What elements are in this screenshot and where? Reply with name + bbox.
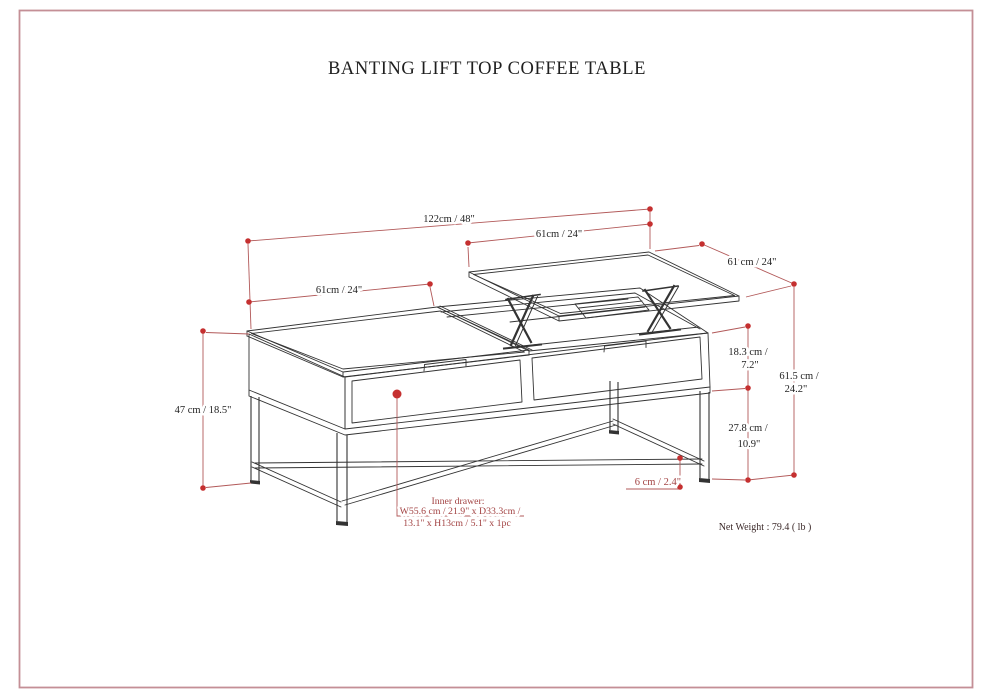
page-title: BANTING LIFT TOP COFFEE TABLE bbox=[328, 59, 646, 79]
closed-top-panel bbox=[246, 306, 530, 378]
drawer-right bbox=[531, 336, 703, 401]
page-border bbox=[18, 9, 974, 689]
annotations: Inner drawer: W55.6 cm / 21.9" x D33.3cm… bbox=[397, 494, 814, 536]
inner-drawer-note-line1: Inner drawer: bbox=[431, 496, 484, 507]
net-weight-note: Net Weight : 79.4 ( lb ) bbox=[719, 522, 812, 533]
dim-base-height-line2: 10.9" bbox=[738, 439, 761, 450]
cabinet-body bbox=[248, 332, 711, 430]
dimension-lines bbox=[202, 208, 795, 517]
dim-stretcher-height: 6 cm / 2.4" bbox=[635, 477, 681, 488]
dim-lifted-height-line2: 24.2" bbox=[785, 384, 808, 395]
metal-base bbox=[248, 381, 711, 526]
dim-cabinet-height-line2: 7.2" bbox=[741, 360, 758, 371]
inner-drawer-note-line3: 13.1" x H13cm / 5.1" x 1pc bbox=[403, 518, 511, 529]
lift-mechanism-arms bbox=[502, 284, 682, 350]
drawer-left bbox=[351, 359, 523, 424]
coffee-table-drawing bbox=[246, 251, 740, 526]
dim-left-half-width: 61cm / 24" bbox=[316, 285, 362, 296]
inner-drawer-note-line2: W55.6 cm / 21.9" x D33.3cm / bbox=[400, 506, 521, 517]
dim-overall-height: 47 cm / 18.5" bbox=[175, 405, 232, 416]
dimension-labels: 122cm / 48" 61cm / 24" 61cm / 24" 61 cm … bbox=[172, 212, 821, 491]
dim-lift-top-depth: 61 cm / 24" bbox=[728, 257, 777, 268]
dimension-endpoint-dots bbox=[200, 206, 797, 491]
dim-total-width: 122cm / 48" bbox=[423, 214, 475, 225]
open-compartment bbox=[436, 287, 709, 352]
dim-base-height-line1: 27.8 cm / bbox=[728, 423, 767, 434]
dim-cabinet-height-line1: 18.3 cm / bbox=[728, 347, 767, 358]
dim-lifted-height-line1: 61.5 cm / bbox=[779, 371, 818, 382]
dim-lift-top-width: 61cm / 24" bbox=[536, 229, 582, 240]
